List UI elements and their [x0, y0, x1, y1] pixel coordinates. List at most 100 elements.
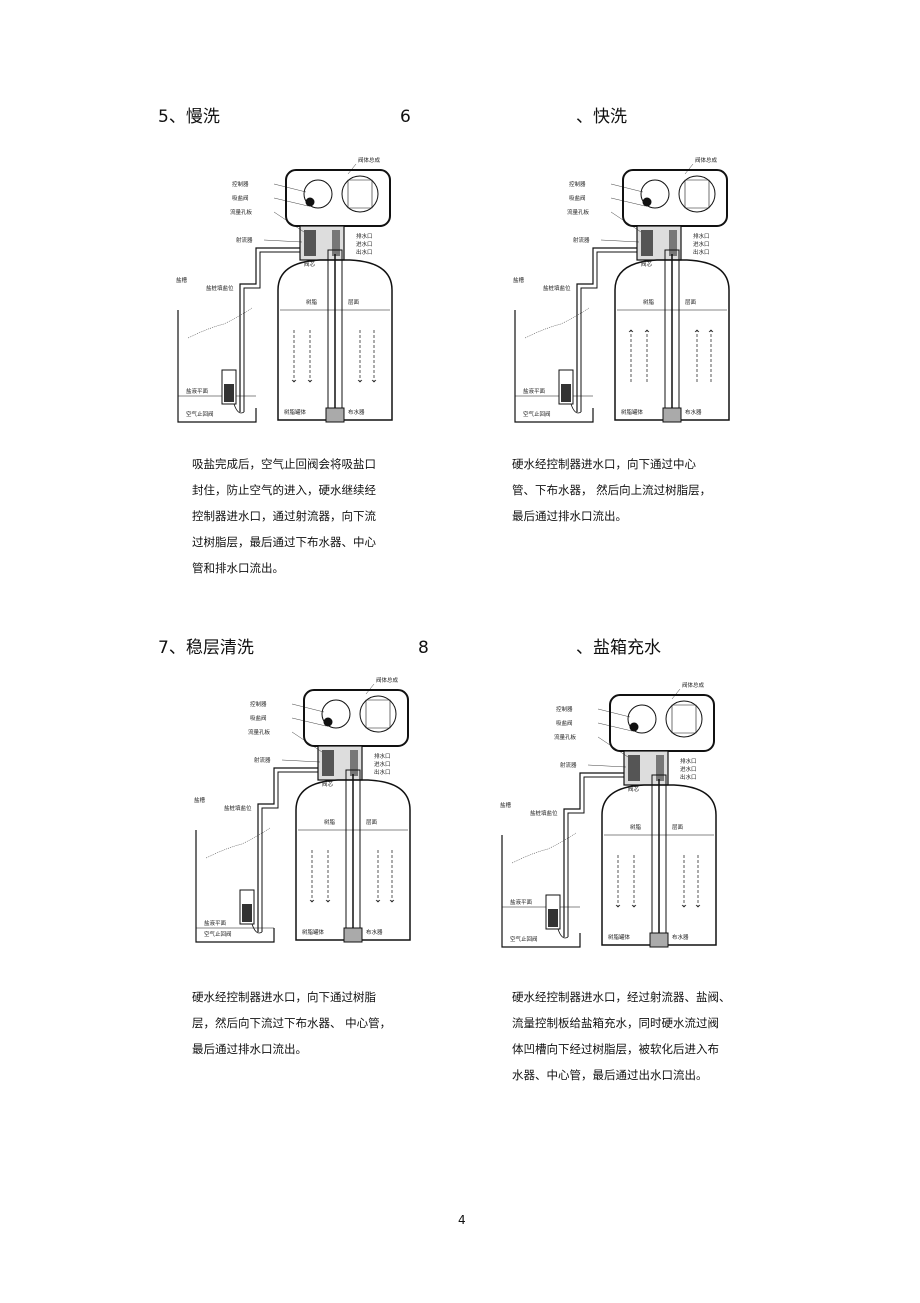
gear-outline-icon	[684, 179, 710, 209]
label-valve-body: 阀体总成	[376, 676, 399, 684]
label-brine-tank: 盐槽	[176, 276, 188, 284]
label-brine-tank: 盐槽	[194, 796, 206, 804]
label-resin-tank: 树脂罐体	[302, 928, 325, 936]
salt-line	[511, 832, 577, 864]
diagram-brine-refill: 阀体总成控制器吸盐阀流量孔板射流器排水口进水口出水口阀芯盐槽盐桩填盐位树脂层面盐…	[484, 675, 746, 967]
label-inlet: 进水口	[356, 240, 373, 248]
label-brine-valve: 吸盐阀	[556, 719, 573, 727]
brine-line	[239, 247, 300, 412]
section-7-heading: 7、稳层清洗	[158, 638, 254, 658]
label-inlet: 进水口	[374, 760, 391, 768]
diagram-slow-rinse: 阀体总成控制器吸盐阀流量孔板射流器排水口进水口出水口阀芯盐槽盐桩填盐位树脂层面盐…	[160, 150, 422, 442]
controller-housing	[609, 694, 715, 752]
dial-left-icon	[303, 179, 333, 209]
resin-tank	[277, 259, 393, 421]
label-flange: 阀芯	[628, 785, 640, 793]
section-7-title: 、稳层清洗	[168, 638, 254, 658]
label-outlet: 出水口	[693, 248, 710, 256]
port-block	[350, 750, 358, 776]
label-valve-body: 阀体总成	[682, 681, 705, 689]
section-6-title: 、快洗	[576, 107, 627, 127]
brine-tank	[195, 830, 275, 943]
label-resin: 树脂	[643, 298, 655, 306]
brine-tank	[514, 310, 594, 423]
label-float-position: 盐桩填盐位	[206, 284, 234, 292]
air-check-valve	[242, 904, 252, 922]
leader-flow-plate	[597, 736, 629, 758]
brine-line-inner	[580, 251, 637, 412]
label-brine-level: 盐液平面	[186, 387, 209, 395]
label-distributor: 布水器	[685, 408, 702, 416]
softener-diagram-svg: 阀体总成控制器吸盐阀流量孔板射流器排水口进水口出水口阀芯盐槽盐桩填盐位树脂层面盐…	[194, 676, 411, 943]
leader-valve-body	[365, 683, 375, 695]
brine-line-inner	[243, 251, 300, 412]
diagram-bed-settle-rinse: 阀体总成控制器吸盐阀流量孔板射流器排水口进水口出水口阀芯盐槽盐桩填盐位树脂层面盐…	[178, 670, 440, 962]
gear-outline-icon	[347, 179, 373, 209]
brine-line	[563, 772, 624, 937]
brine-line-inner	[261, 771, 318, 932]
leader-valve-body	[684, 163, 694, 175]
port-block	[656, 755, 664, 781]
leader-injector	[281, 759, 321, 763]
piston-knob-icon	[305, 197, 315, 207]
air-check-valve	[548, 909, 558, 927]
air-check-valve	[561, 384, 571, 402]
section-6-number: 6	[400, 107, 411, 127]
flow-arrowhead-icon	[389, 899, 395, 903]
leader-flow-plate	[291, 731, 323, 753]
label-brine-level: 盐液平面	[204, 919, 227, 927]
label-inlet: 进水口	[693, 240, 710, 248]
label-air-check: 空气止回阀	[204, 930, 232, 938]
diagram-fast-rinse: 阀体总成控制器吸盐阀流量孔板射流器排水口进水口出水口阀芯盐槽盐桩填盐位树脂层面盐…	[497, 150, 759, 442]
label-injector: 射流器	[560, 761, 577, 769]
leader-flow-plate	[610, 211, 642, 233]
section-7-description: 硬水经控制器进水口，向下通过树脂 层，然后向下流过下布水器、 中心管， 最后通过…	[192, 990, 392, 1056]
brine-u-bend	[251, 923, 263, 934]
label-controller: 控制器	[250, 700, 267, 708]
leader-valve-body	[347, 163, 357, 175]
label-injector: 射流器	[236, 236, 253, 244]
resin-tank	[601, 784, 717, 946]
leader-injector	[263, 239, 303, 243]
flow-arrowhead-icon	[325, 899, 331, 903]
label-inlet: 进水口	[680, 765, 697, 773]
controller-housing	[622, 169, 728, 227]
label-resin: 树脂	[306, 298, 318, 306]
brine-u-bend	[570, 403, 582, 414]
label-distributor: 布水器	[366, 928, 383, 936]
gear-outline-icon	[365, 699, 391, 729]
port-block	[669, 230, 677, 256]
resin-tank	[614, 259, 730, 421]
gear-dial-icon	[341, 175, 379, 213]
label-controller: 控制器	[569, 180, 586, 188]
label-outlet: 出水口	[356, 248, 373, 256]
label-outlet: 出水口	[680, 773, 697, 781]
label-flow-plate: 流量孔板	[567, 208, 590, 216]
flow-arrowhead-icon	[307, 379, 313, 383]
label-drain: 排水口	[693, 232, 710, 240]
brine-u-bend	[557, 928, 569, 939]
air-check-valve	[224, 384, 234, 402]
label-freeboard: 层面	[366, 819, 378, 826]
leader-flow-plate	[273, 211, 305, 233]
label-freeboard: 层面	[672, 824, 684, 831]
flow-arrowhead-icon	[375, 899, 381, 903]
label-flow-plate: 流量孔板	[554, 733, 577, 741]
label-valve-body: 阀体总成	[358, 156, 381, 164]
piston-knob-icon	[642, 197, 652, 207]
label-injector: 射流器	[254, 756, 271, 764]
leader-controller	[597, 708, 631, 718]
flow-arrowhead-icon	[309, 899, 315, 903]
bottom-distributor	[325, 407, 345, 423]
leader-controller	[291, 703, 325, 713]
gear-dial-icon	[665, 700, 703, 738]
label-flange: 阀芯	[322, 780, 334, 788]
label-brine-level: 盐液平面	[523, 387, 546, 395]
label-resin-tank: 树脂罐体	[284, 408, 307, 416]
injector-block	[641, 230, 653, 256]
section-5-number: 5	[158, 107, 169, 127]
label-valve-body: 阀体总成	[695, 156, 718, 164]
softener-diagram-svg: 阀体总成控制器吸盐阀流量孔板射流器排水口进水口出水口阀芯盐槽盐桩填盐位树脂层面盐…	[500, 681, 717, 948]
label-float-position: 盐桩填盐位	[543, 284, 571, 292]
section-5-description: 吸盐完成后，空气止回阀会将吸盐口 封住，防止空气的进入，硬水继续经 控制器进水口…	[192, 457, 376, 575]
